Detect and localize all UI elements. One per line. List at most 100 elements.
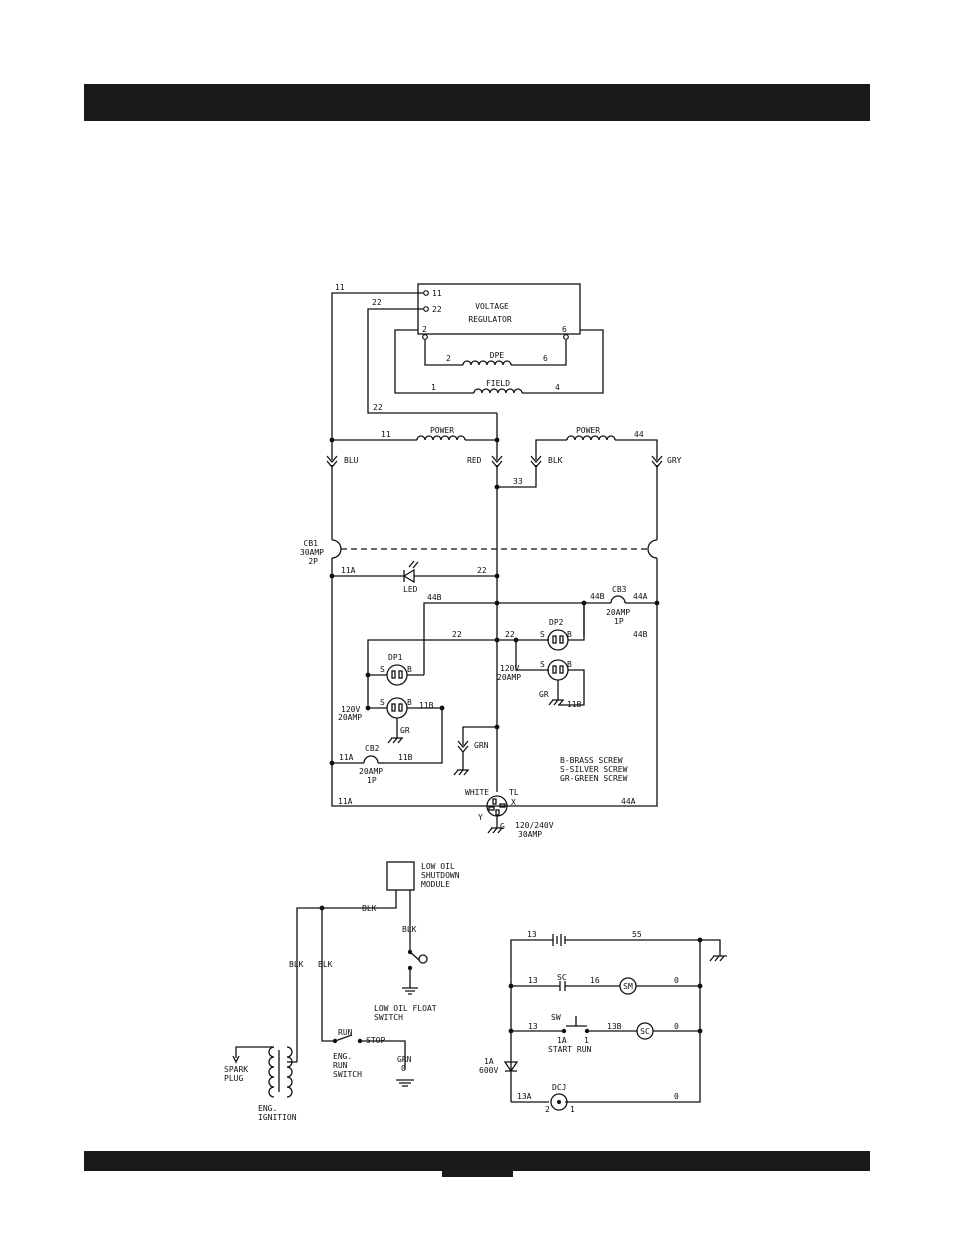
blk-left-2: BLK [318,960,333,969]
row1-55: 55 [632,930,642,939]
wire-blk: BLK [548,456,563,465]
blk-top: BLK [362,904,377,913]
blk-left-1: BLK [289,960,304,969]
dcj-label: DCJ [552,1083,566,1092]
dpe-field-coils: DPE 2 6 FIELD 1 4 [394,329,604,394]
wire-33: 33 [513,477,523,486]
cb1-amp: 30AMP [300,548,324,557]
low-oil-1: LOW OIL [421,862,455,871]
mid-120v: 120V [500,664,519,673]
wire-44b-right: 44B [633,630,648,639]
screw-legend: B-BRASS SCREW S-SILVER SCREW GR-GREEN SC… [560,756,628,783]
wire-22-top: 22 [372,298,382,307]
dp1-s-top: S [380,665,385,674]
low-oil-2: SHUTDOWN [421,871,460,880]
led-circuit: 11A 22 LED [329,560,500,594]
footer-page-tab [442,1151,513,1177]
dp2-s-top: S [540,630,545,639]
float-switch-1: LOW OIL FLOAT [374,1004,437,1013]
outlet-22-bus: 22 22 [367,603,585,675]
row2-sc: SC [557,973,567,982]
ignition-2: IGNITION [258,1113,297,1122]
header-bar [84,84,870,121]
wire-44b-top: 44B [427,593,442,602]
power-2-wire-44: 44 [634,430,644,439]
wire-gry: GRY [667,456,682,465]
starter-circuit: 13 55 13 SC 16 SM 0 SW 13 1A 1 13B SC 0 … [479,930,727,1114]
row3-1: 1 [584,1036,589,1045]
wire-11a-bottom: 11A [338,797,353,806]
field-pin-1: 1 [431,383,436,392]
vr-title-2: REGULATOR [468,315,512,324]
diode-1a: 1A [484,1057,494,1066]
cb1-breaker: CB1 30AMP 2P [300,539,658,566]
dpe-pin-6: 6 [543,354,548,363]
led-label: LED [403,585,418,594]
grn-bottom: GRN [397,1055,412,1064]
power-windings: POWER 11 POWER 44 [329,426,658,460]
cb2-circuit: 11A CB2 11B 20AMP 1P [329,744,413,785]
dp2-label: DP2 [549,618,564,627]
row4-0: 0 [674,1092,679,1101]
wire-11b-right: 11B [567,700,582,709]
row3-13b: 13B [607,1022,622,1031]
wire-22-dp1: 22 [452,630,462,639]
cb2-wire-11a: 11A [339,753,354,762]
field-label: FIELD [486,379,510,388]
legend-green: GR-GREEN SCREW [560,774,628,783]
row3-sw: SW [551,1013,561,1022]
eng-run-1: ENG. [333,1052,352,1061]
run-label: RUN [338,1028,353,1037]
row1-13: 13 [527,930,537,939]
row2-16: 16 [590,976,600,985]
spark-1: SPARK [224,1065,248,1074]
mid-gr: GR [539,690,549,699]
cb2-amp: 20AMP [359,767,383,776]
dcj-pin-2: 2 [545,1105,550,1114]
row3-0: 0 [674,1022,679,1031]
field-pin-4: 4 [555,383,560,392]
rec-g: G [500,822,505,831]
wire-44a-bottom: 44A [621,797,636,806]
twist-lock-receptacle: WHITE TL X Y G 11A 44A 120/240V 30AMP [338,788,636,839]
cb3-amp: 20AMP [606,608,630,617]
rec-tl: TL [509,788,519,797]
cb2-pole: 1P [367,776,377,785]
wire-blu: BLU [344,456,359,465]
cb3-circuit: 44B 44B CB3 44A 20AMP 1P 44B [423,585,660,675]
wire-11-top: 11 [335,283,345,292]
row2-sm: SM [623,982,633,991]
ground-branch: GRN [453,724,500,776]
led-wire-11a: 11A [341,566,356,575]
dp1-label: DP1 [388,653,403,662]
plug-connectors: BLU RED BLK GRY [326,455,682,469]
vr-title-1: VOLTAGE [475,302,509,311]
zero-bottom: 0 [401,1064,406,1073]
ignition-1: ENG. [258,1104,277,1113]
spark-2: PLUG [224,1074,243,1083]
float-switch-2: SWITCH [374,1013,403,1022]
cb2-wire-11b: 11B [398,753,413,762]
row3-1a: 1A [557,1036,567,1045]
row2-0: 0 [674,976,679,985]
cb3-label: CB3 [612,585,627,594]
low-oil-shutdown: LOW OIL SHUTDOWN MODULE BLK BLK BLK BLK … [224,861,460,1122]
dcj-pin-1: 1 [570,1105,575,1114]
left-120v: 120V [341,705,360,714]
dpe-label: DPE [490,351,505,360]
voltage-regulator: VOLTAGE REGULATOR 11 22 2 6 [417,283,581,340]
dpe-pin-2: 2 [446,354,451,363]
dp2-s-bottom: S [540,660,545,669]
vr-pin-6: 6 [562,325,567,334]
blk-float: BLK [402,925,417,934]
dp1-b-top: B [407,665,412,674]
dp1-outlet: DP1 S B S B 120V 20AMP 11B GR [338,653,445,764]
wire-22-dp2: 22 [505,630,515,639]
row4-13a: 13A [517,1092,532,1101]
dp2-b-top: B [567,630,572,639]
row3-sc: SC [640,1027,650,1036]
start-run: START RUN [548,1045,592,1054]
wire-22-mid: 22 [373,403,383,412]
cb3-wire-44b: 44B [590,592,605,601]
